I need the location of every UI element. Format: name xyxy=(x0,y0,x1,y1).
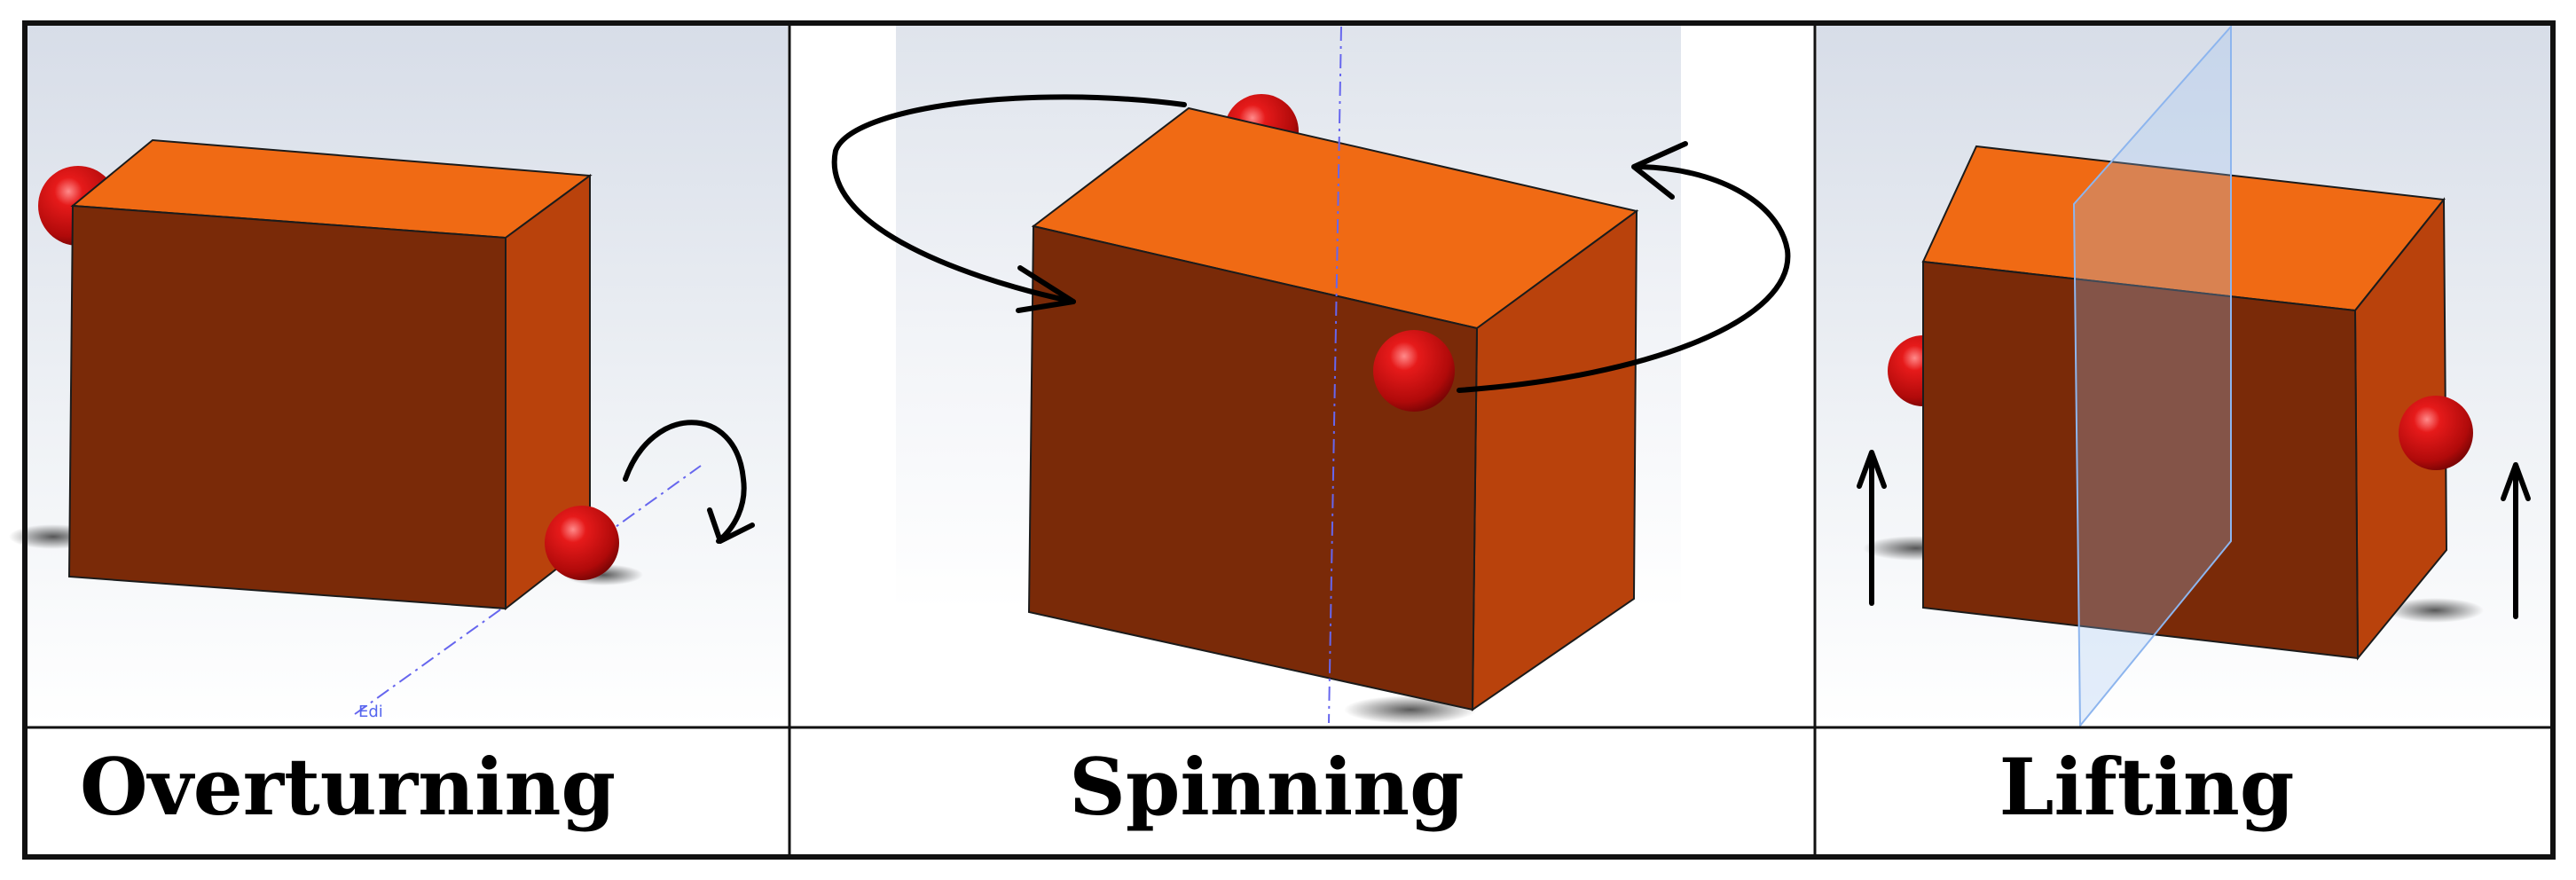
orange-box xyxy=(1027,106,1639,711)
box-shadow-right xyxy=(2386,598,2484,623)
caption-spinning: Spinning xyxy=(1069,741,1464,833)
section-plane xyxy=(2072,24,2232,728)
caption-overturning: Overturning xyxy=(80,741,616,833)
outer-border xyxy=(22,20,2556,860)
spinning-axis xyxy=(1328,26,1342,724)
axis-label: Edi xyxy=(358,703,383,721)
overturning-arrowhead xyxy=(707,507,755,544)
panel-overturning: Edi xyxy=(9,25,788,726)
panel-spinning xyxy=(831,25,1791,724)
orange-box xyxy=(67,138,593,611)
spin-arrow-left-icon xyxy=(831,94,1187,304)
box-front-face xyxy=(1922,260,2360,660)
orange-box xyxy=(1921,145,2448,661)
box-front-face xyxy=(1027,224,1479,711)
panel-lifting xyxy=(1817,24,2551,728)
lift-arrowhead-left xyxy=(1857,450,1887,489)
overturning-arrow-icon xyxy=(623,420,747,544)
support-ball-front xyxy=(545,506,619,580)
support-ball-front xyxy=(2399,396,2473,470)
caption-lifting: Lifting xyxy=(1999,741,2295,833)
spin-arrow-right-icon xyxy=(1457,164,1791,393)
spin-arrowhead-left xyxy=(1016,265,1076,313)
spin-arrowhead-right xyxy=(1631,141,1688,200)
support-ball-front xyxy=(1373,330,1455,412)
figure-frame xyxy=(22,20,2556,860)
lift-arrowhead-right xyxy=(2501,462,2531,501)
box-front-face xyxy=(67,204,507,610)
